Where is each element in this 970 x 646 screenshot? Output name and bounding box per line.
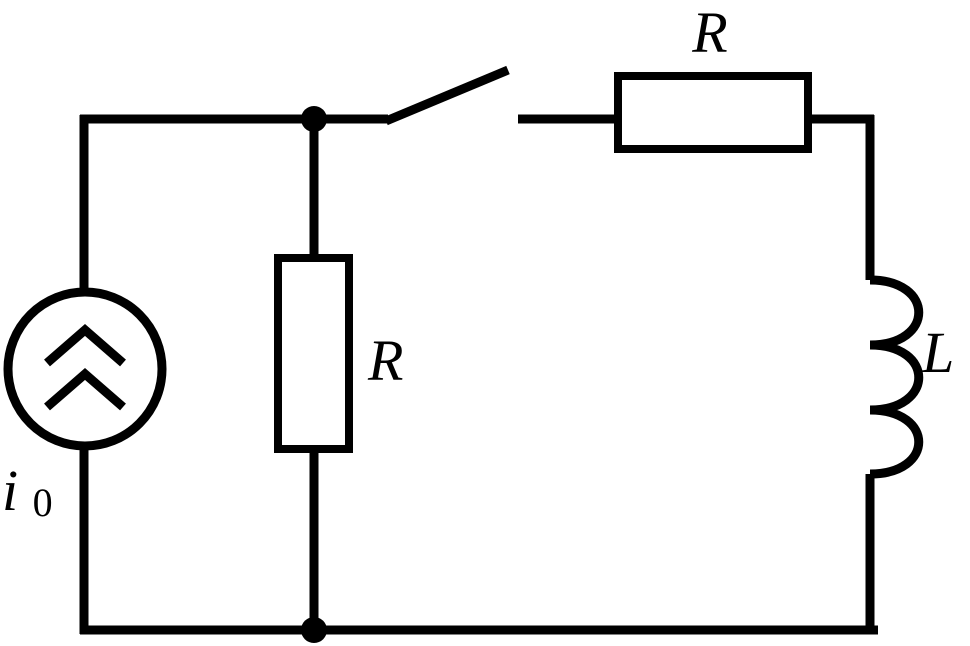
inductor	[869, 275, 924, 479]
source-label-subscript: 0	[33, 480, 53, 525]
source-label-main: i	[2, 458, 18, 523]
series-resistor-label: R	[691, 0, 727, 65]
current-source-arrow-upper	[44, 324, 126, 367]
current-source-arrow-lower	[44, 368, 126, 411]
junction-top	[301, 106, 327, 132]
current-source	[3, 287, 167, 451]
shunt-resistor-label: R	[367, 328, 403, 393]
series-resistor	[614, 72, 812, 153]
source-label: i 0	[2, 458, 53, 525]
junction-bottom	[301, 617, 327, 643]
switch	[384, 65, 510, 126]
current-source-circle	[3, 287, 167, 451]
wires	[79, 114, 878, 635]
inductor-label: L	[921, 320, 954, 385]
shunt-resistor	[274, 254, 353, 453]
